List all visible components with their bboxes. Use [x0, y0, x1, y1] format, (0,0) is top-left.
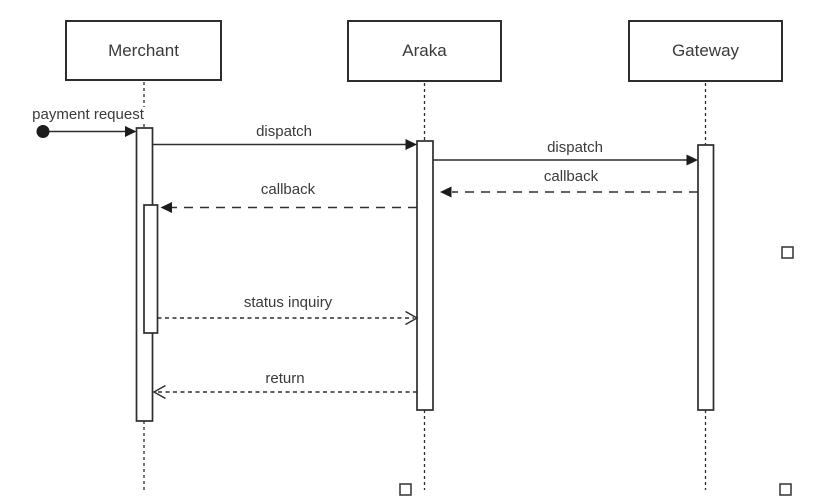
message-payment-request[interactable] — [36, 125, 137, 138]
filled-arrowhead-icon — [686, 154, 698, 166]
message-return[interactable] — [152, 384, 417, 400]
activation-bar-araka[interactable] — [416, 140, 434, 411]
message-label-callback-1[interactable]: callback — [541, 168, 601, 186]
filled-arrowhead-icon — [125, 126, 137, 137]
actor-label-gateway: Gateway — [671, 41, 740, 60]
actor-label-merchant: Merchant — [108, 40, 179, 60]
open-arrowhead-icon — [405, 310, 419, 326]
filled-arrowhead-icon — [160, 202, 172, 213]
activation-bar-gateway[interactable] — [697, 144, 715, 411]
message-dispatch-merchant-araka[interactable] — [152, 139, 418, 150]
message-label-status-inquiry[interactable]: status inquiry — [241, 294, 335, 312]
message-label-payment-request[interactable]: payment request — [30, 106, 146, 124]
filled-arrowhead-icon — [440, 186, 452, 198]
actor-box-merchant[interactable]: Merchant — [65, 20, 222, 81]
message-label-dispatch-1[interactable]: dispatch — [254, 123, 314, 141]
selection-handle-right[interactable] — [781, 246, 794, 259]
actor-box-gateway[interactable]: Gateway — [628, 20, 783, 82]
actor-box-araka[interactable]: Araka — [347, 20, 502, 82]
filled-arrowhead-icon — [405, 139, 417, 150]
actor-label-araka: Araka — [402, 41, 447, 60]
open-arrowhead-icon — [152, 384, 166, 400]
activation-bar-merchant-nested[interactable] — [143, 204, 159, 334]
selection-handle-bottom-right[interactable] — [779, 483, 792, 496]
message-label-callback-2[interactable]: callback — [258, 181, 318, 199]
message-label-return[interactable]: return — [263, 370, 307, 388]
message-callback-araka-merchant[interactable] — [160, 202, 418, 213]
found-message-circle[interactable] — [36, 125, 50, 138]
message-label-dispatch-2[interactable]: dispatch — [545, 139, 605, 157]
selection-handle-bottom-left[interactable] — [399, 483, 412, 496]
message-dispatch-araka-gateway[interactable] — [433, 154, 698, 166]
message-status-inquiry[interactable] — [157, 310, 419, 326]
message-callback-gateway-araka[interactable] — [440, 186, 698, 198]
